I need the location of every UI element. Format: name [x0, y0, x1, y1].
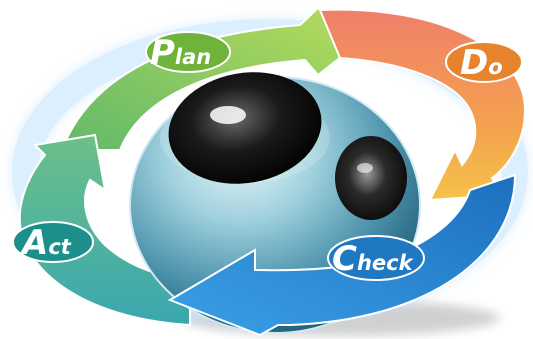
act-rest: ct [48, 235, 71, 259]
plan-rest: lan [175, 45, 211, 69]
check-initial: C [332, 239, 357, 279]
small-lens [335, 136, 407, 220]
svg-text:Act: Act [19, 223, 72, 263]
do-badge: Do [445, 41, 523, 83]
act-arrow [18, 133, 191, 327]
svg-text:Check: Check [332, 239, 415, 279]
large-lens [168, 72, 322, 184]
svg-text:Plan: Plan [150, 33, 211, 73]
do-initial: D [460, 43, 488, 83]
check-badge: Check [327, 235, 425, 281]
do-rest: o [488, 55, 502, 79]
check-arrow [167, 173, 517, 337]
check-rest: heck [357, 251, 415, 275]
plan-badge: Plan [145, 31, 231, 73]
act-initial: A [19, 223, 48, 263]
svg-text:Do: Do [460, 43, 503, 83]
act-badge: Act [12, 221, 94, 263]
plan-initial: P [150, 33, 175, 73]
